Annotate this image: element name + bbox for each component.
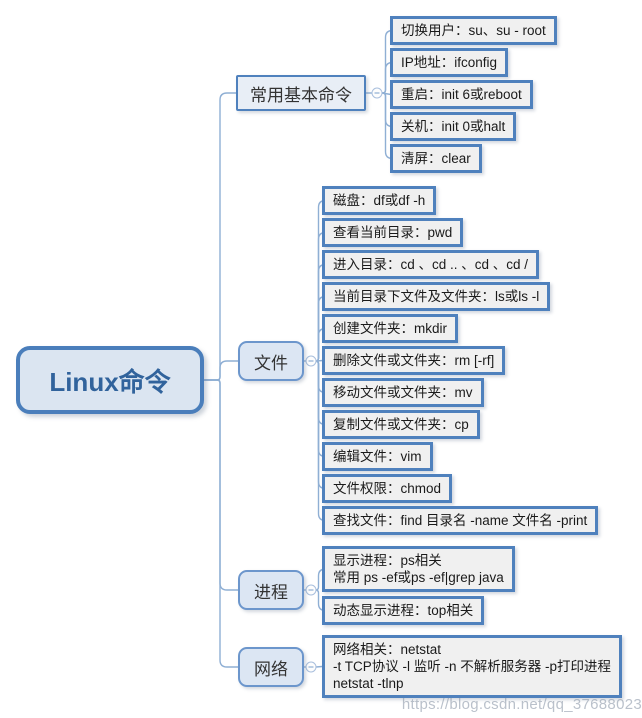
- branch-label: 常用基本命令: [250, 85, 352, 105]
- leaf-cp[interactable]: 复制文件或文件夹：cp: [322, 410, 480, 439]
- leaf-clear-screen[interactable]: 清屏：clear: [390, 144, 482, 173]
- leaf-mv[interactable]: 移动文件或文件夹：mv: [322, 378, 484, 407]
- branch-network[interactable]: 网络: [238, 647, 304, 687]
- leaf-ls[interactable]: 当前目录下文件及文件夹：ls或ls -l: [322, 282, 551, 311]
- leaf-pwd[interactable]: 查看当前目录：pwd: [322, 218, 464, 247]
- collapse-toggle-icon[interactable]: [305, 584, 317, 596]
- collapse-toggle-icon[interactable]: [305, 355, 317, 367]
- root-node[interactable]: Linux命令: [16, 346, 204, 414]
- branch-basic-commands[interactable]: 常用基本命令: [236, 75, 366, 111]
- leaf-ip-address[interactable]: IP地址：ifconfig: [390, 48, 509, 77]
- collapse-toggle-icon[interactable]: [305, 661, 317, 673]
- branch-file[interactable]: 文件: [238, 341, 304, 381]
- connector-path: [204, 379, 238, 668]
- leaf-top[interactable]: 动态显示进程：top相关: [322, 596, 485, 625]
- leaf-ps[interactable]: 显示进程：ps相关 常用 ps -ef或ps -ef|grep java: [322, 546, 515, 592]
- leaf-shutdown[interactable]: 关机：init 0或halt: [390, 112, 517, 141]
- leaf-disk[interactable]: 磁盘：df或df -h: [322, 186, 437, 215]
- connector-path: [204, 379, 238, 591]
- branch-process[interactable]: 进程: [238, 570, 304, 610]
- leaf-cd[interactable]: 进入目录：cd 、cd .. 、cd 、cd /: [322, 250, 540, 279]
- watermark: https://blog.csdn.net/qq_37688023: [401, 696, 642, 713]
- connector-path: [204, 360, 238, 381]
- leaf-mkdir[interactable]: 创建文件夹：mkdir: [322, 314, 458, 343]
- branch-label: 文件: [254, 353, 288, 373]
- leaf-switch-user[interactable]: 切换用户：su、su - root: [390, 16, 557, 45]
- leaf-netstat[interactable]: 网络相关：netstat -t TCP协议 -l 监听 -n 不解析服务器 -p…: [322, 635, 623, 698]
- leaf-reboot[interactable]: 重启：init 6或reboot: [390, 80, 533, 109]
- collapse-toggle-icon[interactable]: [371, 87, 383, 99]
- leaf-chmod[interactable]: 文件权限：chmod: [322, 474, 453, 503]
- leaf-find[interactable]: 查找文件：find 目录名 -name 文件名 -print: [322, 506, 599, 535]
- root-label: Linux命令: [49, 366, 171, 397]
- branch-label: 进程: [254, 582, 288, 602]
- branch-label: 网络: [254, 659, 288, 679]
- connector-path: [204, 92, 236, 381]
- leaf-vim[interactable]: 编辑文件：vim: [322, 442, 433, 471]
- leaf-rm[interactable]: 删除文件或文件夹：rm [-rf]: [322, 346, 506, 375]
